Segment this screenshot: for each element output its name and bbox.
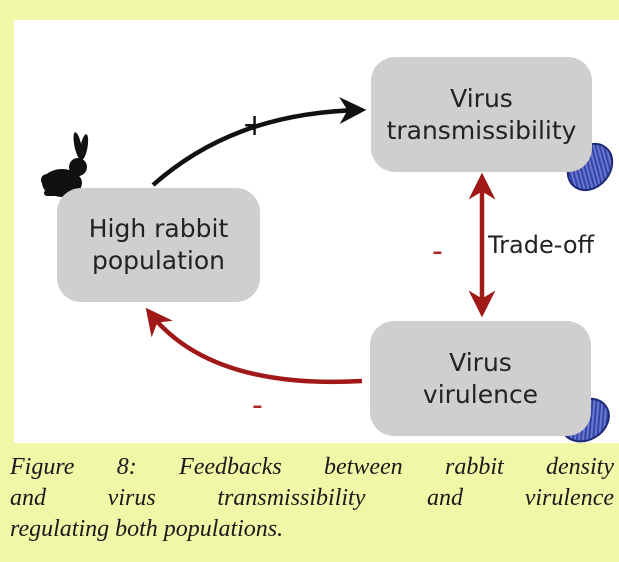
- arrow-rabbit-to-transmissibility: [151, 96, 367, 187]
- diagram-panel: High rabbit population Virus transmissib…: [14, 20, 619, 443]
- positive-feedback-sign: +: [242, 108, 268, 143]
- node-high-rabbit-population: High rabbit population: [57, 188, 260, 302]
- figure-caption: Figure 8: Feedbacks between rabbit densi…: [10, 452, 614, 545]
- tradeoff-label: Trade-off: [488, 231, 595, 259]
- node-virus-transmissibility: Virus transmissibility: [371, 57, 592, 172]
- caption-line: regulating both populations.: [10, 516, 284, 542]
- node-label-line: transmissibility: [386, 115, 577, 145]
- node-label-line: population: [91, 246, 226, 275]
- arrow-virulence-to-rabbit: [145, 307, 363, 385]
- node-label-line: Virus: [449, 347, 512, 377]
- node-virus-virulence: Virus virulence: [370, 321, 591, 436]
- negative-feedback-sign: -: [252, 388, 263, 423]
- caption-line: Figure 8: Feedbacks between rabbit densi…: [10, 454, 614, 480]
- node-label-line: High rabbit: [88, 214, 229, 243]
- node-label-line: virulence: [422, 379, 539, 409]
- caption-line: and virus transmissibility and virulence: [10, 485, 614, 511]
- tradeoff-negative-sign: -: [432, 234, 443, 269]
- node-label-line: Virus: [450, 83, 513, 113]
